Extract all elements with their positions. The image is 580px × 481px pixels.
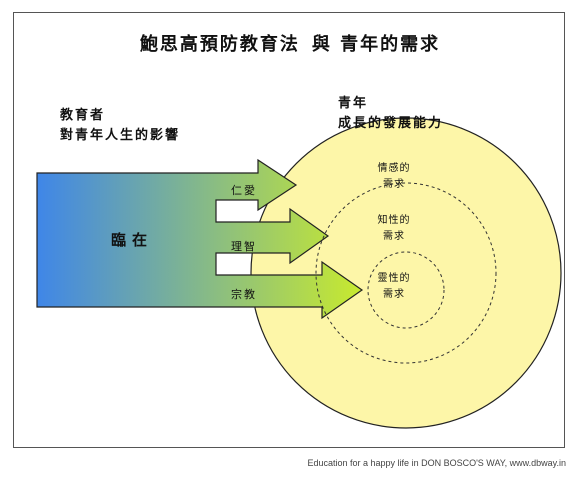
presence-arrow-shape — [36, 158, 364, 320]
footer-credit: Education for a happy life in DON BOSCO'… — [307, 458, 567, 468]
youth-label-line2: 成長的發展能力 — [338, 116, 444, 131]
need-intellectual: 知性的 需求 — [364, 213, 424, 245]
educator-label-line1: 教育者 — [60, 108, 106, 123]
arrow-label-love: 仁愛 — [231, 184, 257, 197]
need-emotional-line1: 情感的 — [377, 163, 411, 174]
diagram-title: 鮑思高預防教育法與 青年的需求 — [0, 30, 580, 56]
youth-label-line1: 青年 — [338, 96, 369, 111]
intellectual-need-circle — [315, 182, 497, 364]
need-emotional: 情感的 需求 — [364, 161, 424, 193]
need-emotional-line2: 需求 — [383, 179, 405, 190]
need-spiritual-line2: 需求 — [383, 289, 405, 300]
youth-label: 青年 成長的發展能力 — [338, 94, 443, 134]
need-intellectual-line1: 知性的 — [377, 215, 411, 226]
need-intellectual-line2: 需求 — [383, 231, 405, 242]
youth-outer-circle — [250, 117, 562, 429]
title-main: 鮑思高預防教育法 — [139, 34, 300, 55]
need-spiritual: 靈性的 需求 — [364, 271, 424, 303]
educator-label: 教育者 對青年人生的影響 — [60, 106, 180, 146]
presence-label: 臨在 — [111, 231, 154, 249]
spiritual-need-circle — [367, 251, 445, 329]
arrow-label-reason: 理智 — [231, 240, 257, 253]
need-spiritual-line1: 靈性的 — [377, 273, 411, 284]
arrow-label-religion: 宗教 — [231, 288, 257, 301]
educator-label-line2: 對青年人生的影響 — [60, 128, 181, 143]
title-youth-needs: 與 青年的需求 — [311, 34, 441, 55]
